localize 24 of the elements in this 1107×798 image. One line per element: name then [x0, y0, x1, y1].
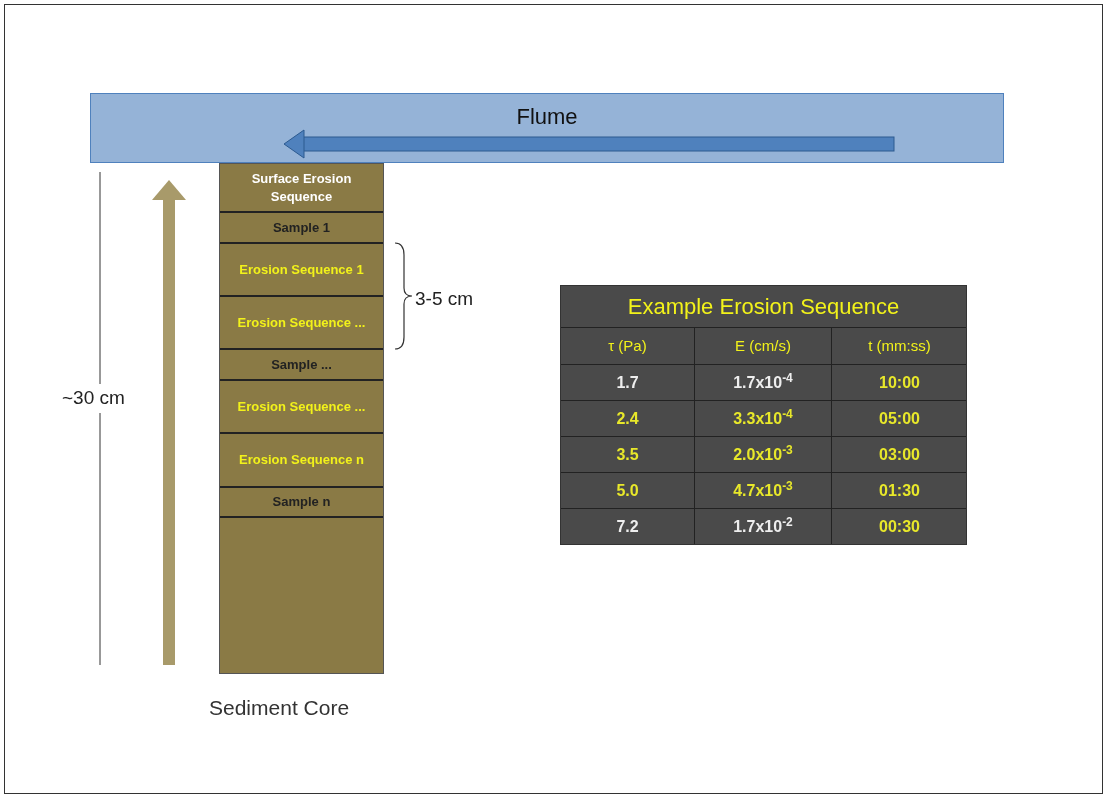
dimension-label: ~30 cm [62, 384, 125, 413]
table-cell: 2.0x10$^{-3}$ [695, 437, 832, 473]
table-cell: 2.4 [561, 401, 695, 437]
table-cell: 4.7x10$^{-3}$ [695, 473, 832, 509]
table-cell: 1.7x10$^{-4}$ [695, 365, 832, 401]
table-cell: 05:00 [832, 401, 966, 437]
table-cell: 5.0 [561, 473, 695, 509]
dimension-label: 3-5 cm [415, 287, 474, 311]
data-table [560, 285, 967, 545]
table-title: Example Erosion Sequence [561, 286, 966, 328]
table-cell: 03:00 [832, 437, 966, 473]
table-cell: 1.7 [561, 365, 695, 401]
table-cell: 7.2 [561, 509, 695, 544]
flume-title: Flume [516, 103, 578, 128]
header-cell: t (mm:ss) [832, 328, 966, 365]
table-cell: 1.7x10$^{-2}$ [695, 509, 832, 544]
table-cell: 10:00 [832, 365, 966, 401]
table-cell: 00:30 [832, 509, 966, 544]
table-cell: 01:30 [832, 473, 966, 509]
core-caption: Sediment Core [209, 695, 350, 721]
header-cell: E (cm/s) [695, 328, 832, 365]
header-cell: τ (Pa) [561, 328, 695, 365]
table-cell: 3.3x10$^{-4}$ [695, 401, 832, 437]
table-cell: 3.5 [561, 437, 695, 473]
